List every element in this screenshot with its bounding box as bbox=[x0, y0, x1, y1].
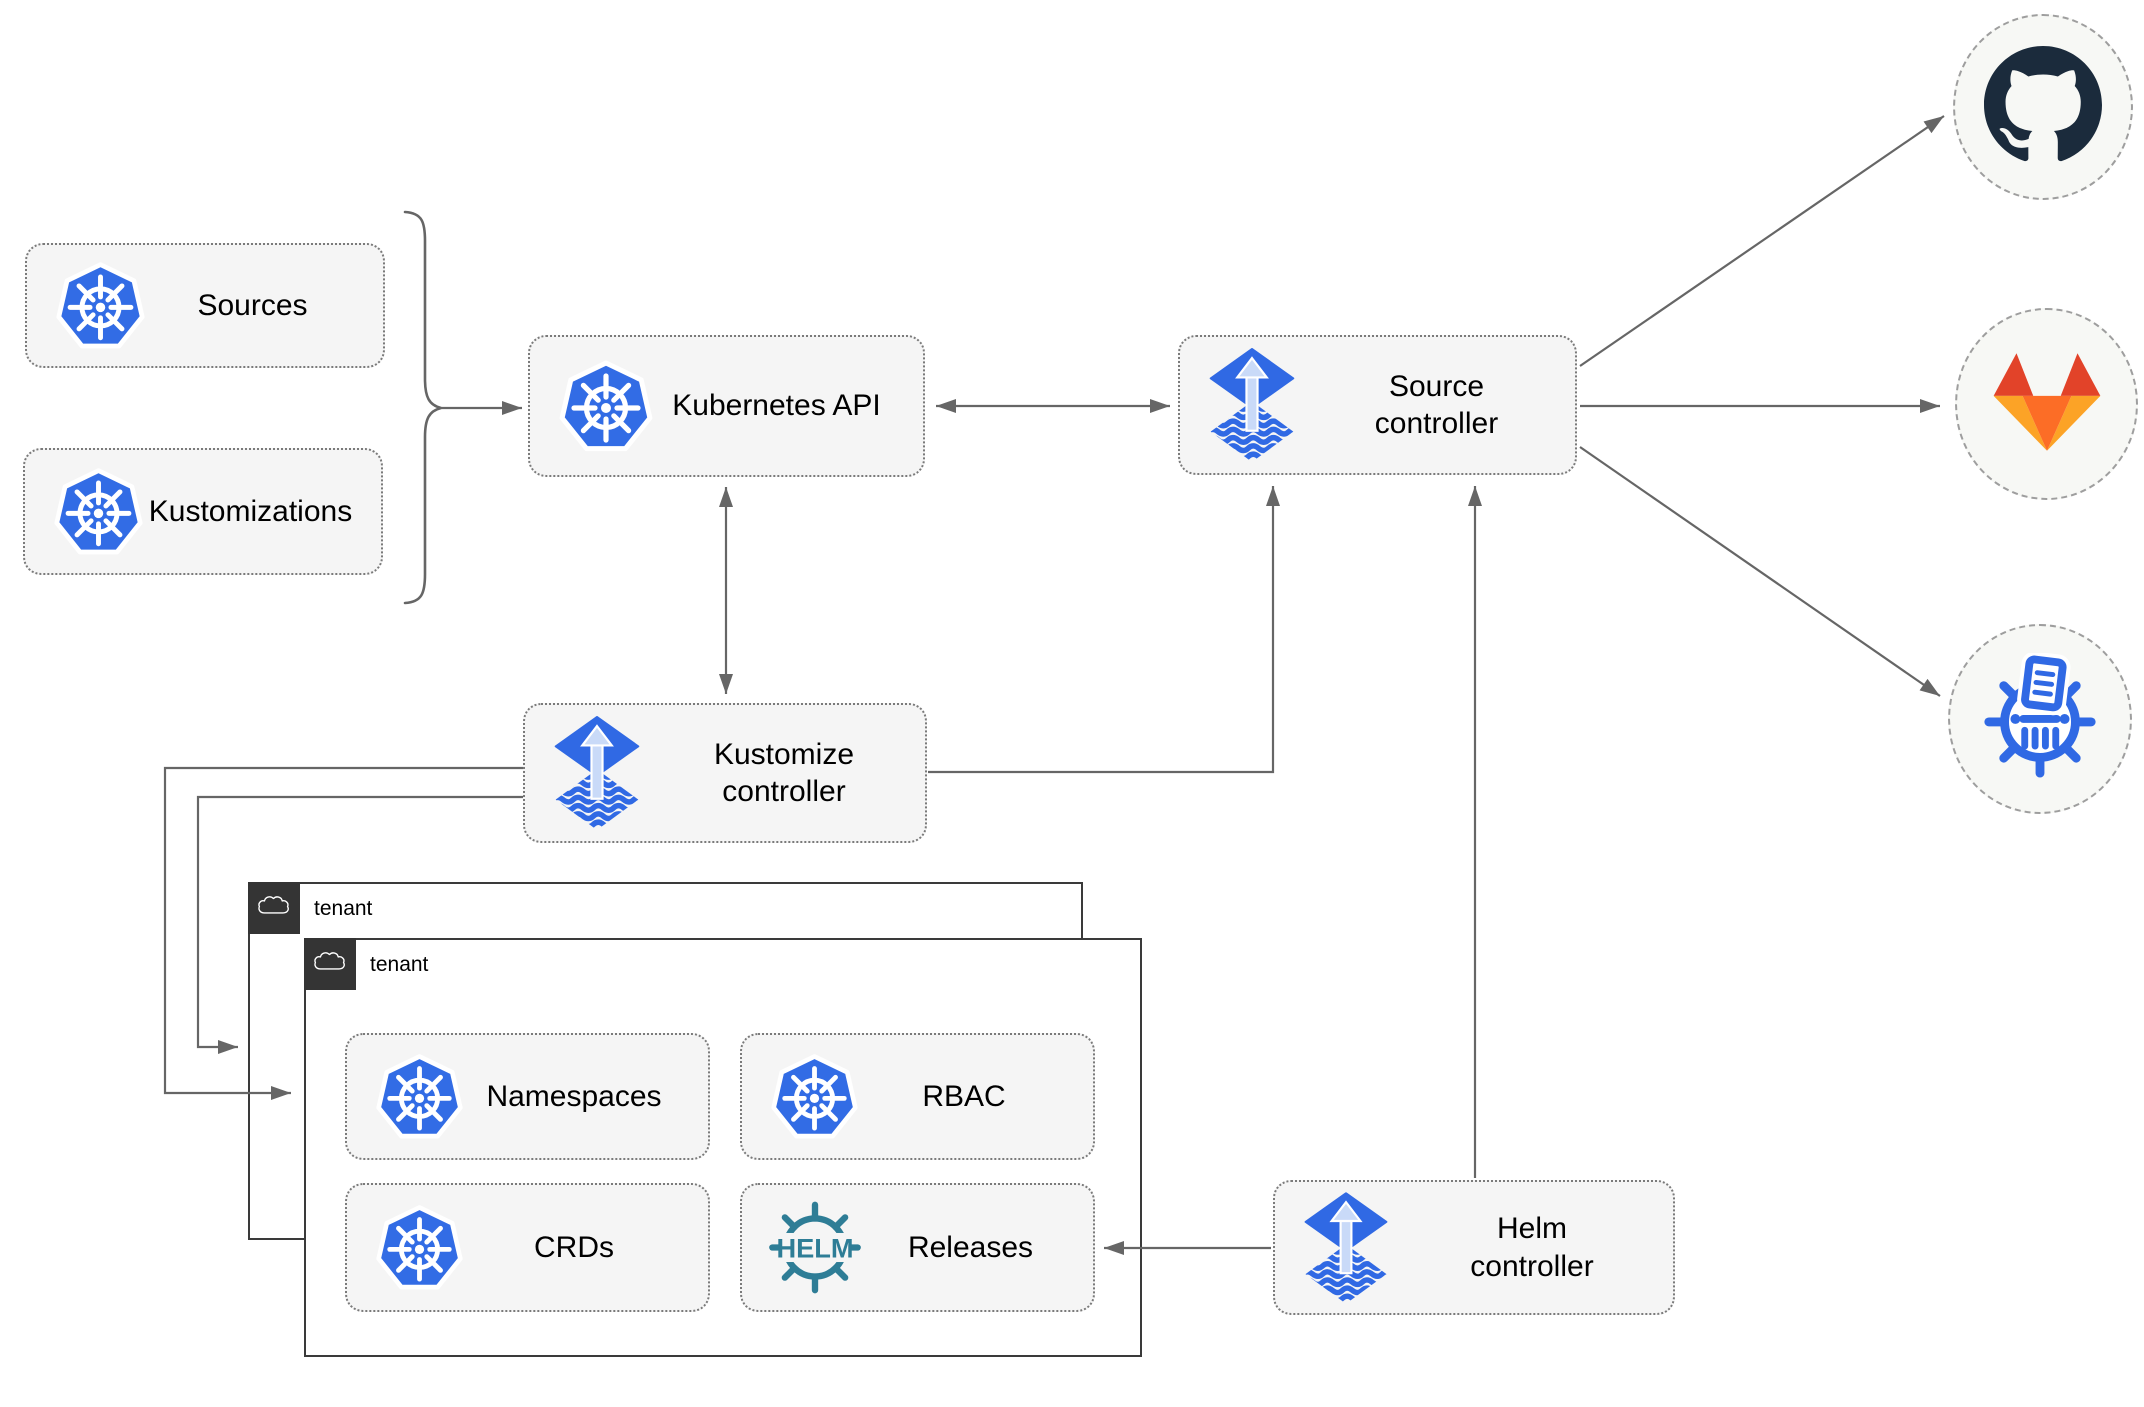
node-kustomize-controller: Kustomize controller bbox=[523, 703, 927, 843]
chartmuseum-icon bbox=[1976, 651, 2104, 786]
node-rbac: RBAC bbox=[740, 1033, 1095, 1160]
node-sources: Sources bbox=[25, 243, 385, 368]
helm-wheel-icon: HELM bbox=[756, 1200, 874, 1295]
kubernetes-icon bbox=[51, 464, 146, 559]
node-label: Kubernetes API bbox=[672, 389, 881, 423]
tenant-header bbox=[304, 938, 356, 990]
flux-icon bbox=[551, 716, 643, 830]
kubernetes-icon bbox=[373, 1050, 466, 1143]
gitlab-icon bbox=[1986, 347, 2108, 462]
node-kustomizations: Kustomizations bbox=[23, 448, 383, 575]
cloud-icon bbox=[313, 950, 347, 979]
edge-kustomize-source bbox=[928, 486, 1280, 774]
node-label: Releases bbox=[907, 1230, 1034, 1264]
tenant-label: tenant bbox=[314, 897, 373, 920]
kubernetes-icon bbox=[373, 1201, 466, 1294]
node-label: Helm controller bbox=[1470, 1212, 1594, 1283]
node-label: Kustomize controller bbox=[713, 737, 855, 809]
node-helm-controller: Helm controller bbox=[1273, 1180, 1675, 1315]
github-repository bbox=[1953, 14, 2133, 200]
chartmuseum-repository bbox=[1948, 624, 2132, 814]
node-label: Sources bbox=[197, 288, 308, 322]
node-label: Source controller bbox=[1374, 369, 1499, 441]
edge-source-chartmuseum bbox=[1579, 446, 1941, 697]
gitlab-repository bbox=[1955, 308, 2138, 500]
brace-sources-group bbox=[403, 210, 442, 605]
node-kubernetes-api: Kubernetes API bbox=[528, 335, 925, 477]
node-namespaces: Namespaces bbox=[345, 1033, 710, 1160]
node-crds: CRDs bbox=[345, 1183, 710, 1312]
kubernetes-icon bbox=[53, 258, 148, 353]
node-label: CRDs bbox=[534, 1230, 614, 1264]
node-label: RBAC bbox=[922, 1079, 1006, 1113]
cloud-icon bbox=[257, 894, 291, 923]
flux-icon bbox=[1301, 1192, 1391, 1304]
node-label: Namespaces bbox=[486, 1079, 662, 1113]
github-icon bbox=[1984, 45, 2102, 169]
node-releases: HELM Releases bbox=[740, 1183, 1095, 1312]
helm-logo-text: HELM bbox=[776, 1232, 853, 1263]
kubernetes-icon bbox=[768, 1050, 861, 1143]
node-label: Kustomizations bbox=[148, 494, 353, 528]
node-source-controller: Source controller bbox=[1178, 335, 1577, 475]
tenant-header bbox=[248, 882, 300, 934]
tenant-label: tenant bbox=[370, 953, 429, 976]
kubernetes-icon bbox=[556, 356, 656, 456]
edge-source-github bbox=[1579, 115, 1945, 367]
flux-icon bbox=[1206, 348, 1298, 462]
